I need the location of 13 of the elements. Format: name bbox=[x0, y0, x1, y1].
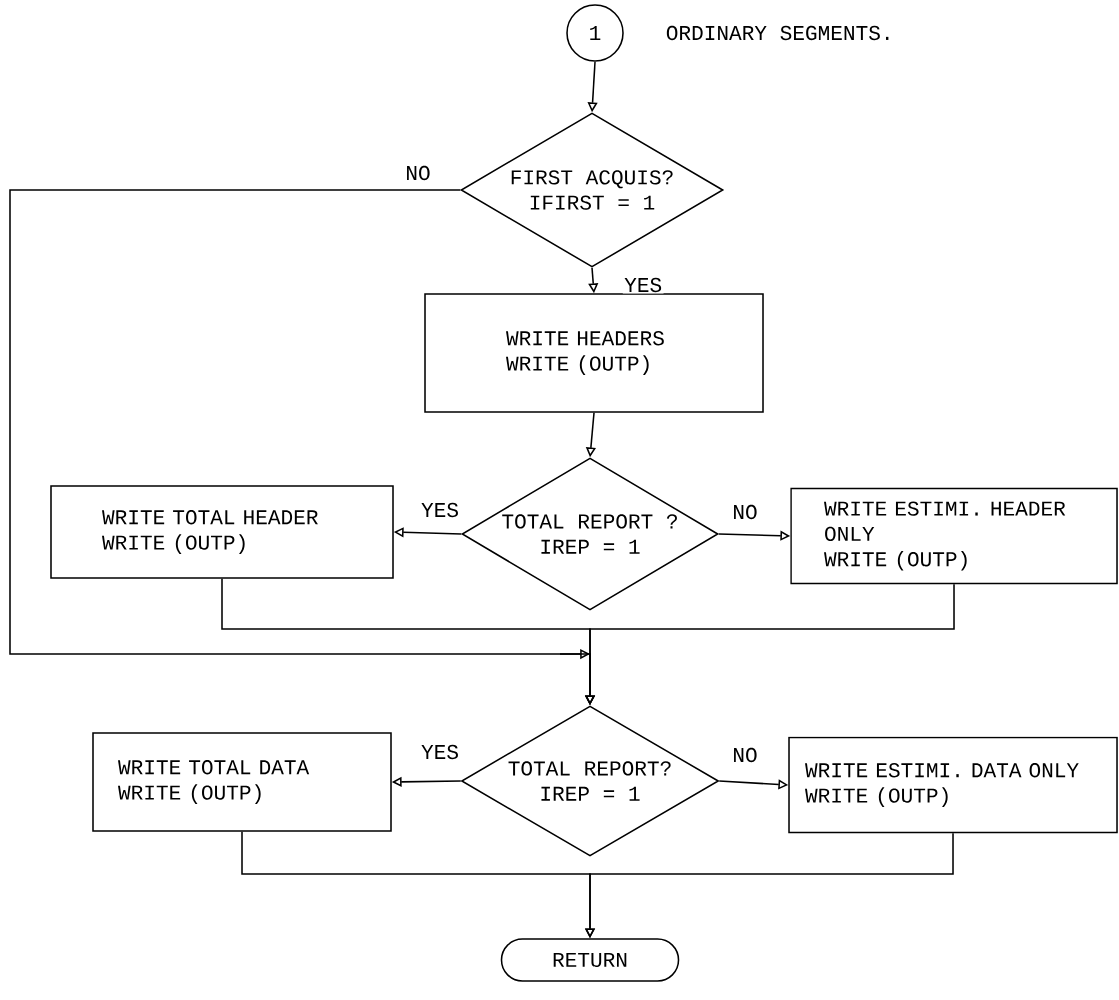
process-box: WRITE HEADERS WRITE (OUTP) bbox=[424, 293, 764, 413]
edge-label: YES bbox=[622, 276, 664, 294]
edge-label: NO bbox=[730, 503, 760, 521]
process-box: WRITE TOTAL HEADER WRITE (OUTP) bbox=[50, 485, 394, 579]
process-box: WRITE ESTIMI. HEADER ONLY WRITE (OUTP) bbox=[790, 487, 1118, 585]
process-box: WRITE ESTIMI. DATA ONLY WRITE (OUTP) bbox=[788, 736, 1118, 834]
annotation: ORDINARY SEGMENTS. bbox=[666, 25, 889, 41]
process-box: WRITE TOTAL DATA WRITE (OUTP) bbox=[92, 732, 392, 832]
edge-label: YES bbox=[419, 743, 461, 761]
terminal-box: RETURN bbox=[500, 938, 680, 982]
edge-label: YES bbox=[419, 501, 461, 519]
edge-label: NO bbox=[403, 164, 433, 182]
edge-label: NO bbox=[730, 746, 760, 764]
